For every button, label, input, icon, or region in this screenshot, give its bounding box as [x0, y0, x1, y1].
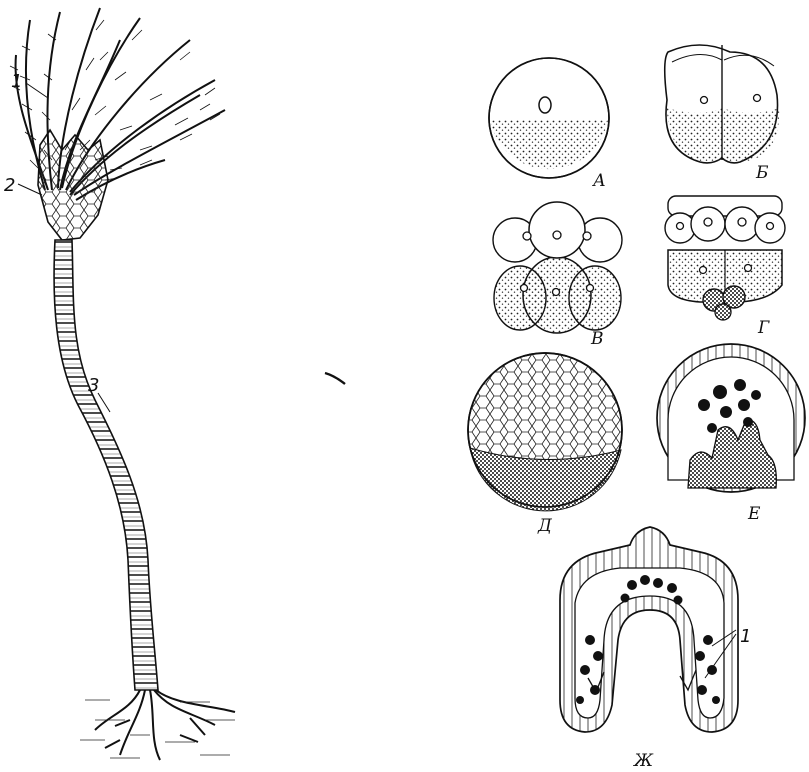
crinoid-drawing: 1 2 3	[4, 8, 235, 760]
crinoid-stem	[54, 240, 158, 690]
stage-label-g: Г	[757, 318, 770, 338]
callout-label-2: 2	[4, 175, 15, 196]
stage-b: Б	[665, 45, 780, 183]
callout-label-3: 3	[88, 375, 99, 396]
crinoid-calyx	[38, 130, 108, 240]
stage-zh-callout-label: 1	[740, 626, 751, 647]
stray-mark	[325, 373, 345, 384]
stage-label-v: В	[590, 329, 604, 349]
stage-label-e: Е	[747, 504, 761, 524]
stage-zh: 1 Ж	[560, 527, 751, 771]
stage-a: А	[489, 58, 609, 191]
stage-e: Е	[657, 344, 805, 524]
callout-label-1: 1	[11, 71, 22, 92]
stage-g: Г	[665, 196, 785, 338]
crinoid-roots	[95, 690, 235, 760]
stage-v: В	[493, 202, 622, 349]
stage-label-zh: Ж	[633, 751, 654, 771]
callout-line-1	[26, 83, 48, 98]
sea-floor-hatching	[80, 700, 235, 758]
stage-label-d: Д	[537, 516, 553, 536]
stage-label-a: А	[592, 171, 606, 191]
stage-label-b: Б	[755, 163, 769, 183]
stage-d: Д	[468, 353, 622, 536]
